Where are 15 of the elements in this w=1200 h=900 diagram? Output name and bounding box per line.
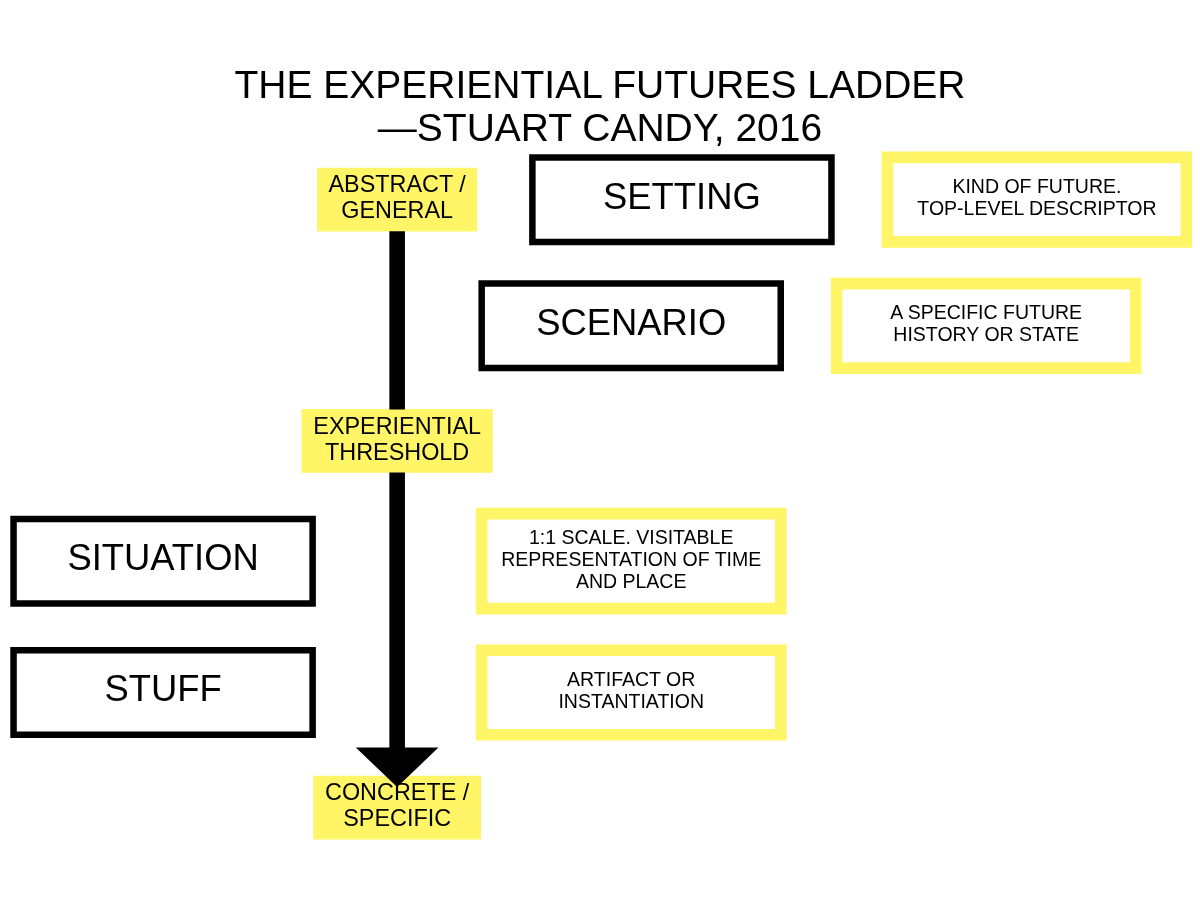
node-box: STUFF	[10, 647, 316, 738]
node-box: 1:1 SCALE. VISITABLE REPRESENTATION OF TIME AND PLACE	[475, 507, 787, 615]
node-box: SETTING	[529, 154, 835, 246]
diagram-title: THE EXPERIENTIAL FUTURES LADDER	[234, 62, 966, 106]
node-box: A SPECIFIC FUTURE HISTORY OR STATE	[830, 277, 1142, 374]
node-box: CONCRETE / SPECIFIC	[313, 775, 481, 840]
node-box: KIND OF FUTURE. TOP-LEVEL DESCRIPTOR	[881, 151, 1192, 248]
connector	[389, 231, 405, 410]
node-box: ABSTRACT / GENERAL	[317, 167, 478, 232]
node-box: ARTIFACT OR INSTANTIATION	[475, 644, 787, 741]
caption: —STUART CANDY, 2016	[377, 105, 823, 149]
arrow	[355, 472, 439, 787]
node-box: SCENARIO	[478, 280, 784, 372]
node-box: EXPERIENTIAL THRESHOLD	[301, 409, 493, 473]
node-box: SITUATION	[10, 515, 316, 607]
